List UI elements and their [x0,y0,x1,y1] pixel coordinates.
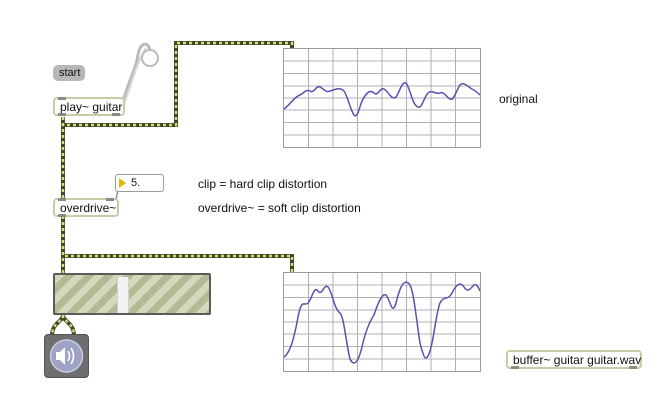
buffer-outlet-left[interactable] [511,366,519,369]
scope-original[interactable] [283,48,481,148]
gain-slider-knob[interactable] [117,277,129,313]
scope-original-display [283,49,481,147]
scope-processed-display [283,273,481,371]
number-value: 5. [131,177,141,189]
overdrive-inlet-right[interactable] [106,198,114,201]
toggle-circle-icon[interactable] [141,49,159,67]
overdrive-object-label: overdrive~ [60,201,117,215]
dac-object[interactable] [44,334,89,378]
play-object[interactable]: play~ guitar [53,97,125,116]
buffer-object[interactable]: buffer~ guitar guitar.wav [506,350,642,369]
buffer-outlet-right[interactable] [629,366,637,369]
speaker-icon [49,339,84,373]
triangle-right-icon [119,178,126,188]
overdrive-object[interactable]: overdrive~ [53,198,119,217]
buffer-object-label: buffer~ guitar guitar.wav [513,353,642,367]
comment-original: original [499,92,538,106]
play-object-label: play~ guitar [60,100,123,114]
gain-slider[interactable] [53,273,211,315]
waveform-processed [283,281,481,364]
overdrive-inlet-left[interactable] [58,198,66,201]
start-message[interactable]: start [53,65,85,81]
waveform-original [283,82,481,117]
play-outlet-left[interactable] [58,113,66,116]
number-box[interactable]: 5. [115,174,164,192]
overdrive-outlet[interactable] [58,214,66,217]
scope-processed[interactable] [283,272,481,372]
comment-overdrive: overdrive~ = soft clip distortion [198,201,361,215]
play-outlet-right[interactable] [112,113,120,116]
play-inlet[interactable] [58,97,66,100]
comment-clip: clip = hard clip distortion [198,177,328,191]
